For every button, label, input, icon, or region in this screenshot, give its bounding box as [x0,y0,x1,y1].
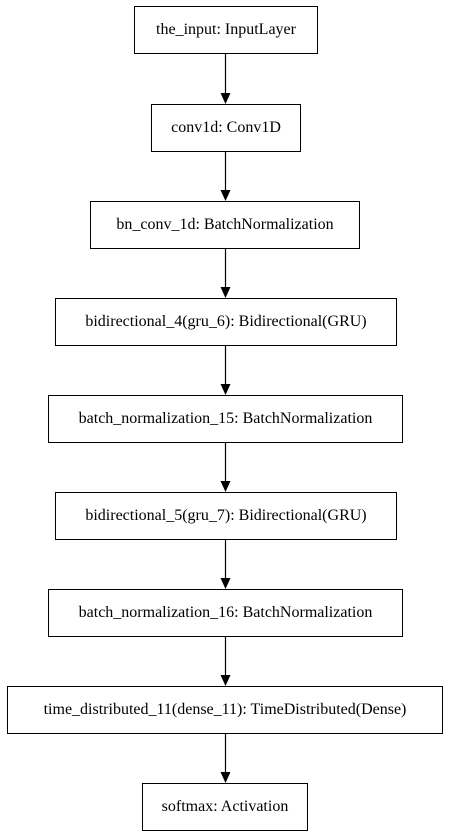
edge-arrow [220,152,231,201]
edge-arrow [220,637,231,686]
node-bidirectional-5: bidirectional_5(gru_7): Bidirectional(GR… [55,492,397,540]
arrowhead-icon [220,93,231,104]
edge-arrow [220,443,231,492]
node-time-distributed-11: time_distributed_11(dense_11): TimeDistr… [7,686,443,734]
node-batch-normalization-16: batch_normalization_16: BatchNormalizati… [48,589,403,637]
node-label: conv1d: Conv1D [171,119,281,136]
node-label: bidirectional_4(gru_6): Bidirectional(GR… [85,313,367,330]
node-label: time_distributed_11(dense_11): TimeDistr… [43,701,407,718]
node-label: batch_normalization_16: BatchNormalizati… [78,604,373,621]
edge-arrow [220,734,231,783]
arrowhead-icon [220,578,231,589]
node-bidirectional-4: bidirectional_4(gru_6): Bidirectional(GR… [55,298,397,346]
edge-arrow [220,249,231,298]
node-label: the_input: InputLayer [156,21,296,38]
edge-arrow [220,54,231,104]
node-conv1d: conv1d: Conv1D [151,104,301,152]
node-label: bn_conv_1d: BatchNormalization [116,216,334,233]
arrowhead-icon [220,675,231,686]
node-batch-normalization-15: batch_normalization_15: BatchNormalizati… [48,395,403,443]
node-the-input: the_input: InputLayer [134,6,318,54]
node-softmax: softmax: Activation [142,783,308,831]
node-label: softmax: Activation [161,798,289,815]
node-label: batch_normalization_15: BatchNormalizati… [78,410,373,427]
arrowhead-icon [220,772,231,783]
edge-arrow [220,540,231,589]
node-label: bidirectional_5(gru_7): Bidirectional(GR… [85,507,367,524]
arrowhead-icon [220,384,231,395]
node-bn-conv-1d: bn_conv_1d: BatchNormalization [90,201,360,249]
arrowhead-icon [220,287,231,298]
arrowhead-icon [220,190,231,201]
arrowhead-icon [220,481,231,492]
edge-arrow [220,346,231,395]
